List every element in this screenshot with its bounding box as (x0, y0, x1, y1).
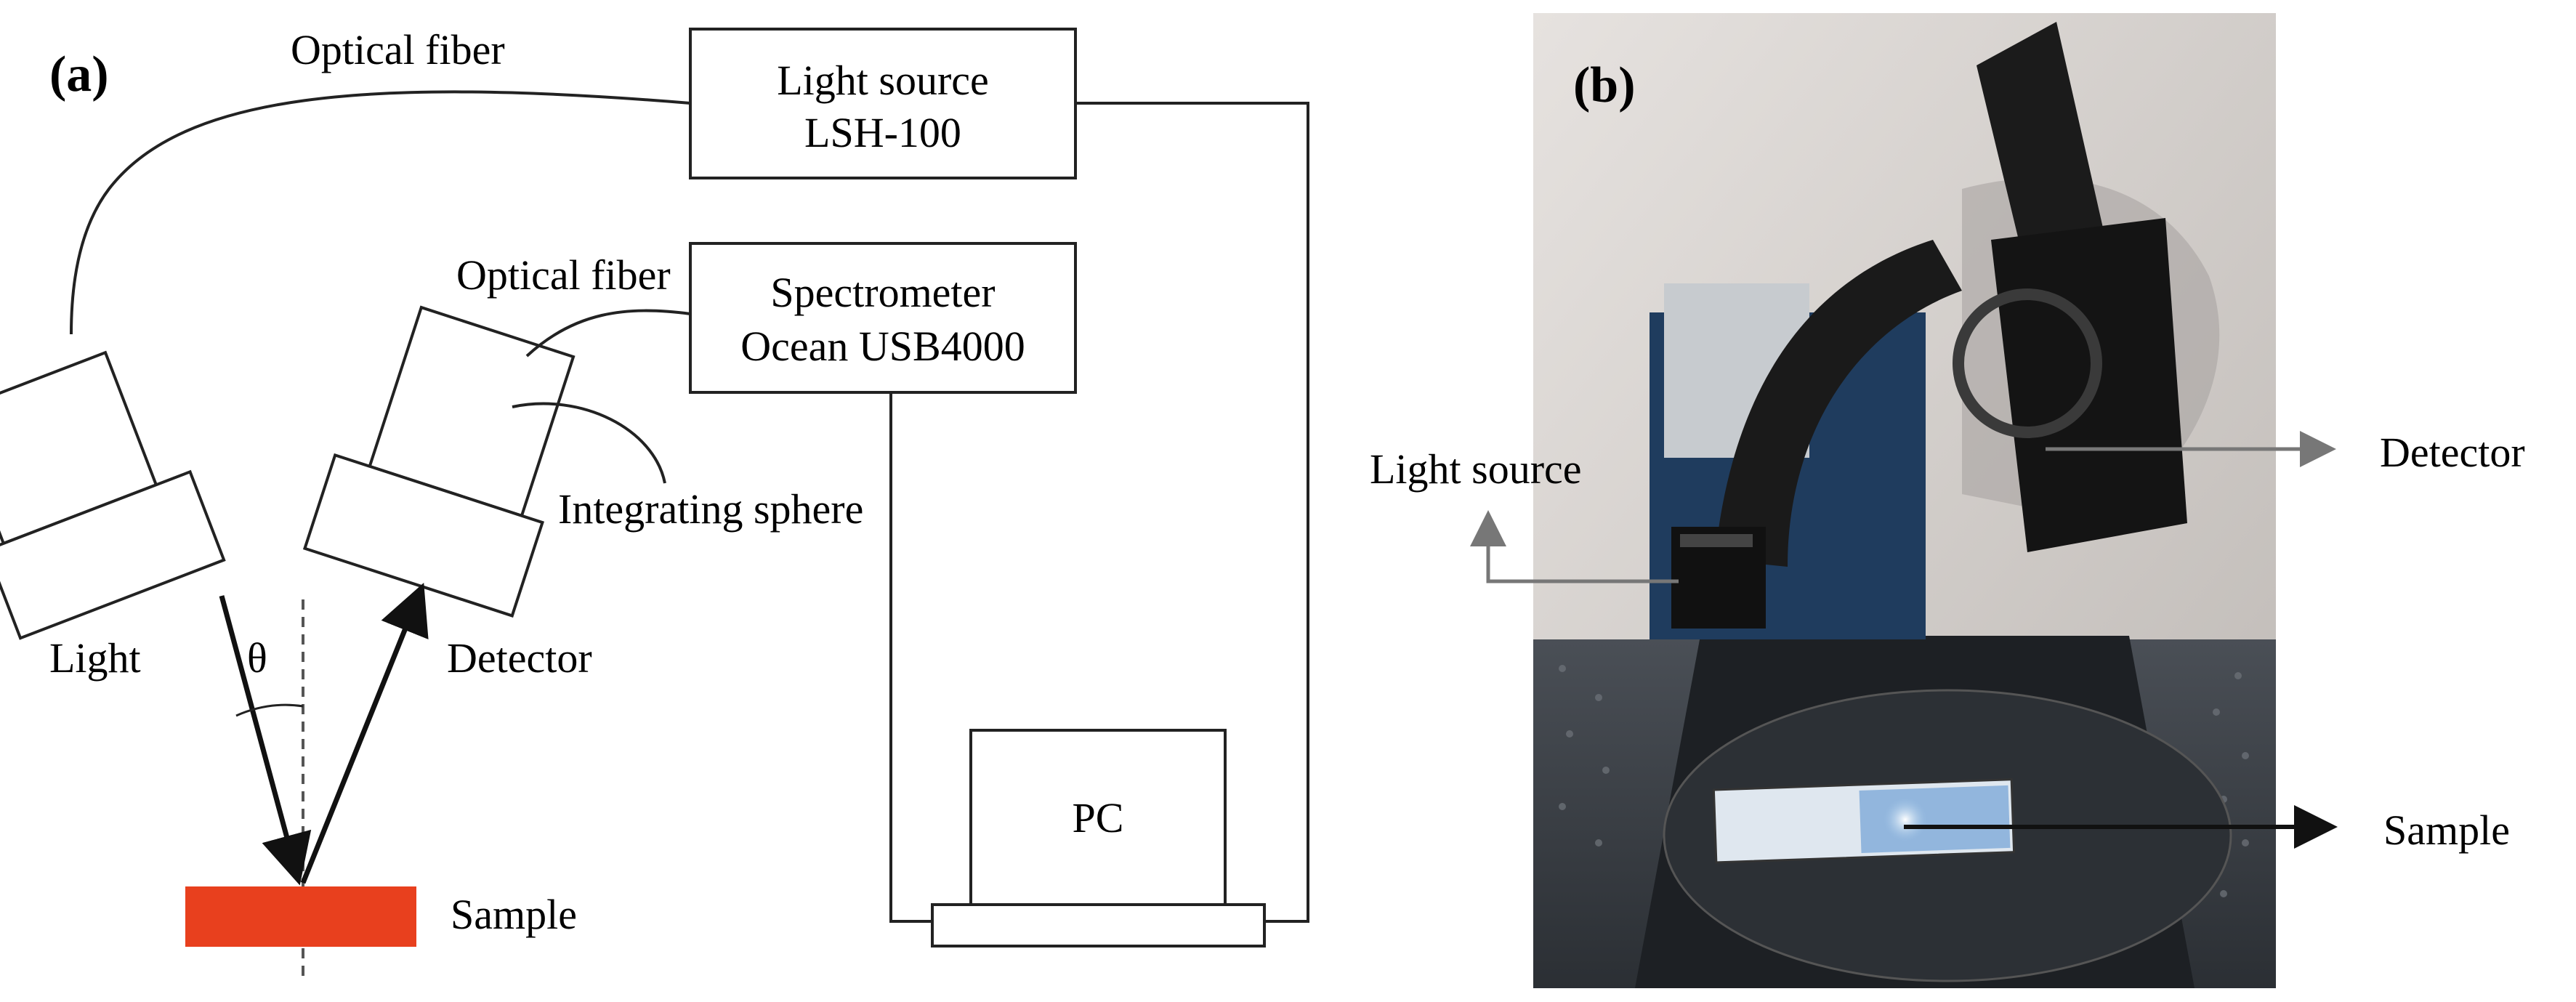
detector-label-b: Detector (2380, 429, 2525, 476)
light-source-to-pc-wire (1075, 102, 1309, 923)
pc-base (931, 903, 1266, 948)
spectrometer-line1: Spectrometer (770, 269, 995, 316)
spectrometer-box (689, 242, 1077, 394)
theta-label: θ (247, 634, 267, 682)
pc-label: PC (1073, 794, 1124, 841)
detector-head (302, 305, 576, 618)
light-source-line1: Light source (777, 57, 989, 104)
panel-b: (b) Light source Detector Sample (1370, 13, 2525, 988)
light-label: Light (49, 634, 141, 682)
light-source-box (689, 28, 1077, 179)
pc-monitor (969, 729, 1227, 906)
optical-fiber-mid-label: Optical fiber (456, 251, 671, 299)
optical-fiber-mid (525, 309, 691, 357)
detector-label: Detector (447, 634, 592, 682)
reflected-beam (300, 583, 429, 884)
spectrometer-to-pc-wire (889, 392, 932, 923)
panel-b-label: (b) (1573, 57, 1636, 113)
optical-fiber-top (70, 90, 691, 335)
spectrometer-line2: Ocean USB4000 (740, 323, 1025, 370)
light-source-label-b: Light source (1370, 445, 1582, 493)
panel-a: (a) Light source LSH-100 Spectrometer Oc… (0, 26, 1309, 981)
integrating-sphere-label: Integrating sphere (558, 485, 863, 533)
panel-a-label: (a) (49, 47, 109, 102)
integrating-sphere-leader (512, 402, 666, 484)
sample-label-a: Sample (451, 891, 577, 938)
light-source-leader (1470, 510, 1679, 583)
optical-fiber-top-label: Optical fiber (291, 26, 505, 73)
sample-rect (185, 886, 416, 947)
incident-beam (219, 595, 312, 886)
sample-label-b: Sample (2383, 807, 2510, 854)
theta-arc (235, 703, 304, 717)
light-source-line2: LSH-100 (804, 109, 961, 156)
goniometer-photo (1533, 13, 2276, 988)
light-head (0, 350, 226, 640)
